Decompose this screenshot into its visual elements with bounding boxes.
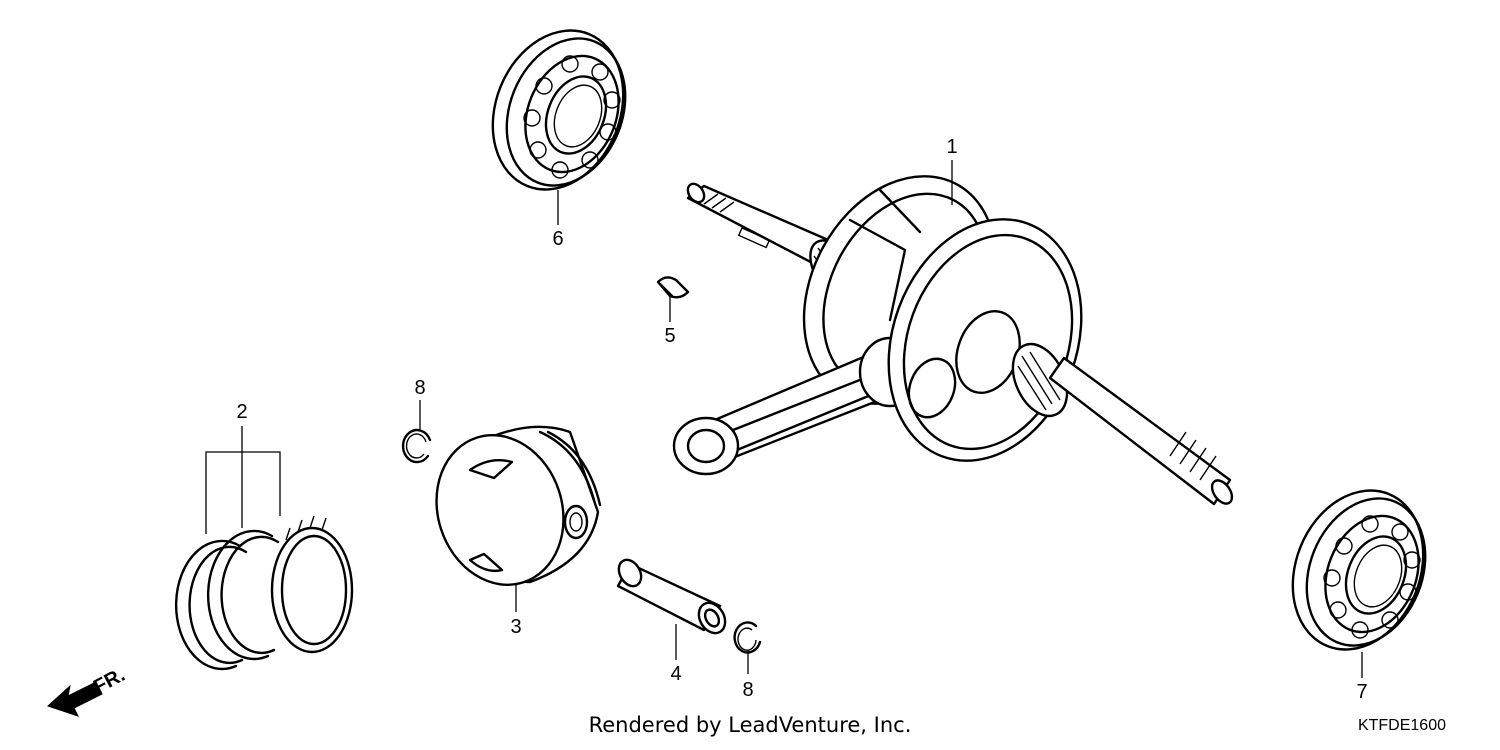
piston-pin-clip-part-8-lower[interactable] <box>733 621 762 654</box>
woodruff-key-part-5[interactable] <box>656 276 690 299</box>
bearing-part-6[interactable] <box>470 11 647 210</box>
bearing-part-7[interactable] <box>1270 471 1447 670</box>
callout-3: 3 <box>510 616 521 638</box>
callout-1: 1 <box>946 136 957 158</box>
piston-pin-clip-part-8-upper[interactable] <box>401 428 432 464</box>
callout-5: 5 <box>664 325 675 347</box>
callout-6: 6 <box>552 228 563 250</box>
callout-8-upper: 8 <box>414 377 425 399</box>
piston-ring-set-part-2[interactable] <box>174 515 354 671</box>
callout-2: 2 <box>236 401 247 423</box>
callout-7: 7 <box>1356 681 1367 703</box>
callout-8-lower: 8 <box>742 679 753 701</box>
diagram-code: KTFDE1600 <box>1358 717 1446 734</box>
piston-pin-part-4[interactable] <box>614 556 730 638</box>
callout-4: 4 <box>670 663 681 685</box>
crankshaft-part-1[interactable] <box>672 143 1236 508</box>
render-credit: Rendered by LeadVenture, Inc. <box>589 713 912 737</box>
front-direction-arrow-icon <box>47 681 103 717</box>
piston-part-3[interactable] <box>418 419 602 602</box>
